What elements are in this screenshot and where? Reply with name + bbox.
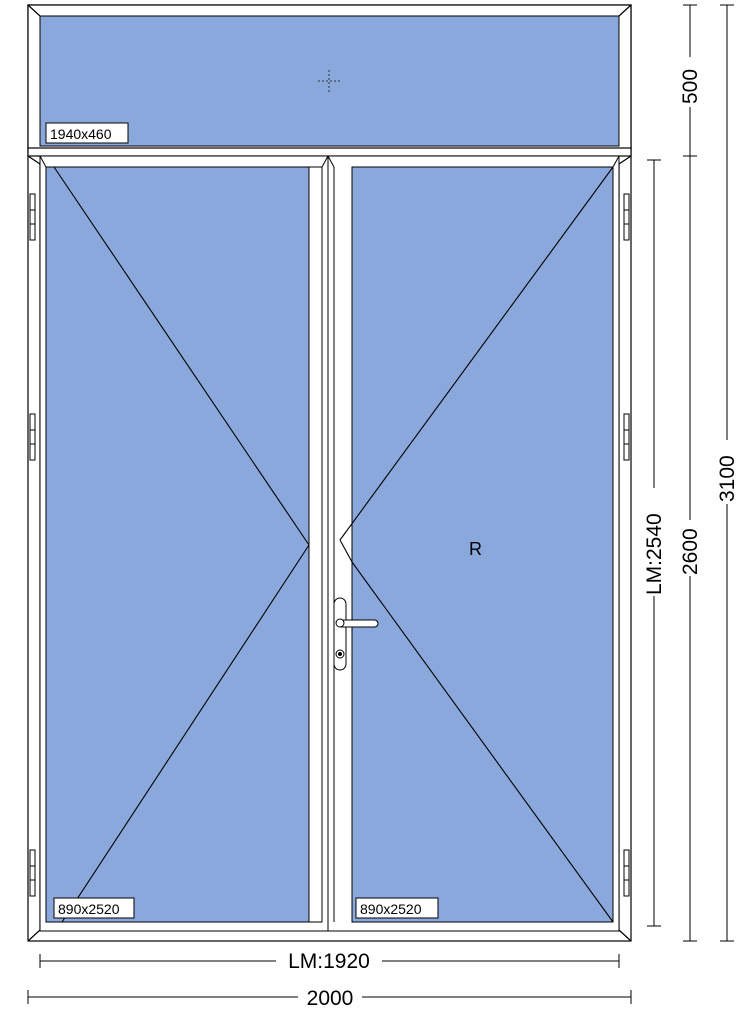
hinge-icon — [29, 849, 36, 897]
left-sash-size-label: 890x2520 — [58, 901, 120, 917]
hinge-icon — [623, 413, 630, 461]
right-sash-size-box — [355, 897, 439, 919]
right-sash-bevels — [327, 155, 620, 922]
transom-size-label: 1940x460 — [50, 126, 112, 142]
vertical-dimensions — [647, 4, 734, 942]
transom-height-label: 500 — [679, 69, 702, 104]
hinge-icon — [29, 413, 36, 461]
hinge-icon — [29, 193, 36, 241]
hinge-icon — [623, 193, 630, 241]
door-height-label: 2600 — [679, 528, 702, 575]
left-sash-size-box — [53, 897, 135, 919]
horizontal-dimensions — [27, 954, 632, 1004]
transom-mullion — [27, 147, 632, 157]
right-sash-glass — [351, 166, 614, 923]
total-width-label: 2000 — [307, 987, 354, 1010]
right-sash-size-label: 890x2520 — [360, 901, 422, 917]
right-sash-opening-lines — [339, 166, 614, 923]
right-sash: R 890x2520 — [327, 155, 620, 932]
hinges — [29, 193, 630, 897]
opening-direction-label: R — [469, 539, 482, 559]
left-sash: 890x2520 — [39, 155, 329, 932]
hinge-icon — [623, 849, 630, 897]
transom-size-box — [45, 122, 129, 144]
light-height-label: LM:2540 — [643, 513, 666, 595]
left-sash-glass — [45, 166, 310, 923]
transom-glass — [39, 15, 620, 147]
total-height-label: 3100 — [716, 455, 739, 502]
door-handle-icon — [333, 597, 379, 671]
light-width-label: LM:1920 — [288, 950, 370, 973]
left-sash-opening-lines — [53, 166, 310, 923]
transom-pane: 1940x460 — [39, 15, 620, 147]
